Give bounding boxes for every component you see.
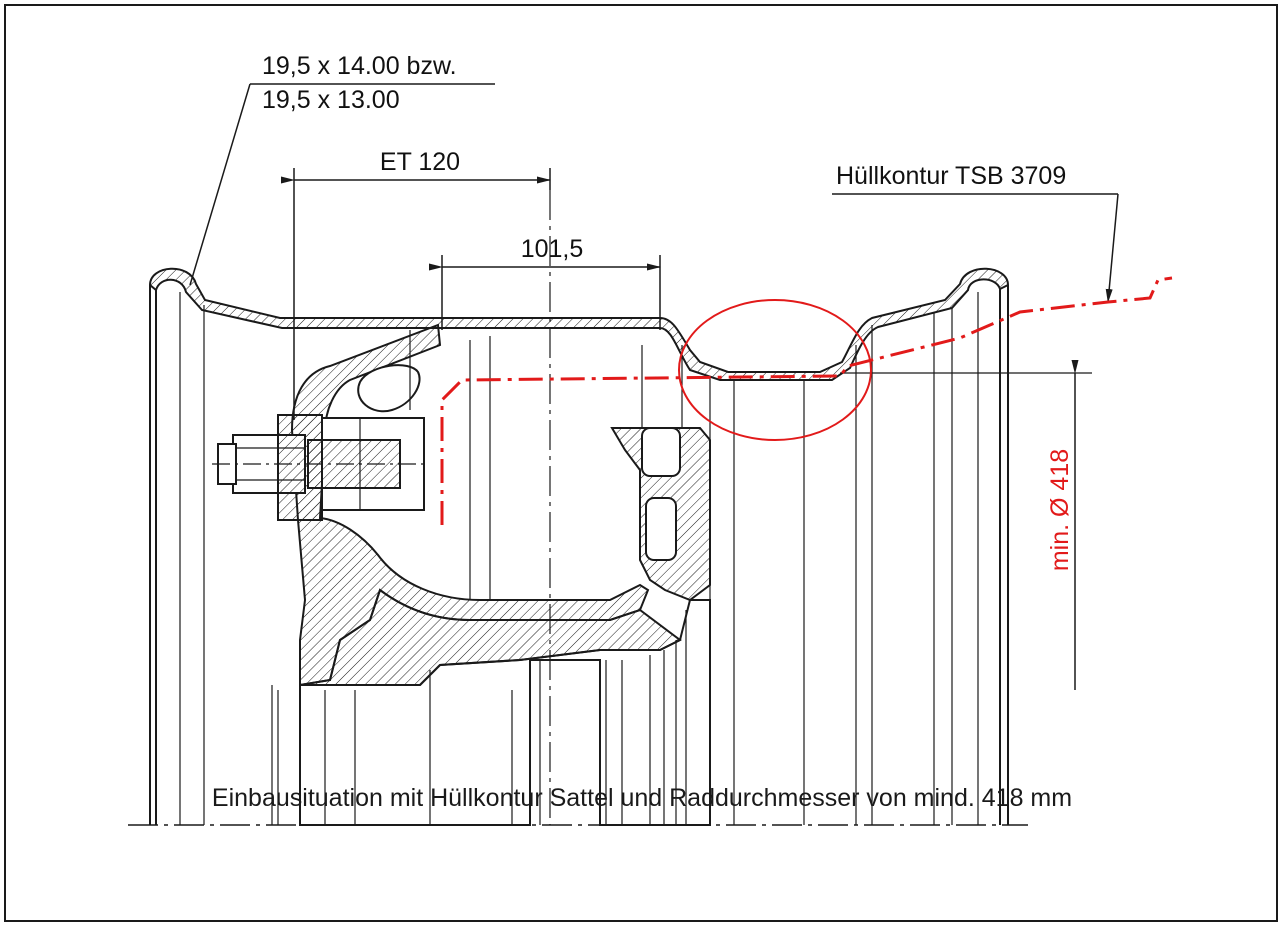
hub-lower-hatch [299,588,682,686]
dimensions: ET 120 101,5 min. Ø 418 [281,148,1092,690]
envelope-label: Hüllkontur TSB 3709 [836,162,1066,190]
rim-size-line1: 19,5 x 14.00 bzw. [262,52,457,80]
envelope-contour [440,276,1173,525]
figure-caption: Einbausituation mit Hüllkontur Sattel un… [211,784,1073,812]
et-label: ET 120 [380,148,460,176]
rim-body [148,267,1010,381]
hub-bolt-hole-upper [641,427,681,477]
rim-size-leader [189,83,251,286]
min-diameter-label: min. Ø 418 [1046,449,1074,571]
rim-section [148,267,1010,825]
highlight-circle [678,299,872,441]
wheel-disc [271,323,711,826]
dim-101-label: 101,5 [521,235,584,263]
disc-hole [357,364,421,413]
envelope-leader [1105,193,1119,303]
envelope-contour-line [440,276,1173,525]
center-lines [128,190,1028,826]
hub-bolt-hole-lower [645,497,677,561]
wheel-bolt [217,414,425,521]
annotations: 19,5 x 14.00 bzw. 19,5 x 13.00 Hüllkontu… [189,52,1119,303]
rim-size-line2: 19,5 x 13.00 [262,86,400,114]
drawing-frame [4,4,1278,922]
